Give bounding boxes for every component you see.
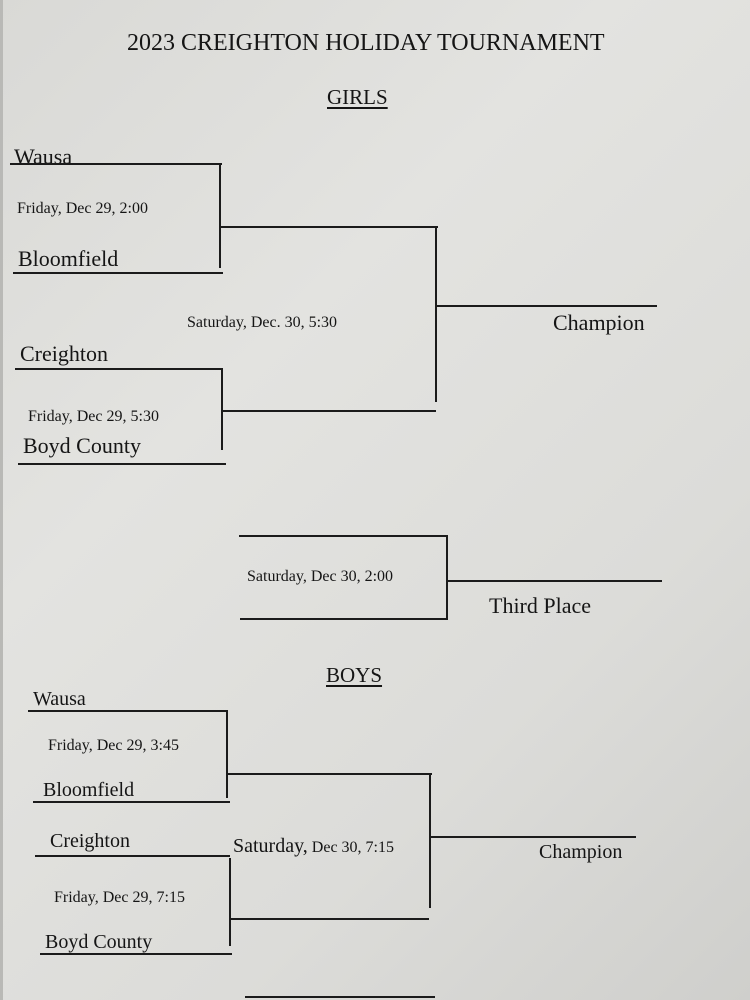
boys-final-time-rest: Dec 30, 7:15 [307, 839, 394, 856]
boys-final-top-line [228, 773, 432, 775]
girls-champion-line [437, 305, 657, 307]
girls-game1-connector [219, 163, 221, 268]
girls-game1-time: Friday, Dec 29, 2:00 [17, 200, 148, 217]
girls-game1-top-line [10, 163, 222, 165]
boys-game1-bottom-line [33, 801, 230, 803]
girls-game2-team-top: Creighton [20, 341, 108, 366]
girls-champion-label: Champion [553, 310, 645, 335]
girls-final-connector [435, 226, 437, 402]
girls-game2-bottom-line [18, 463, 226, 465]
girls-game1-team-bottom: Bloomfield [18, 246, 119, 271]
girls-game1-bottom-line [13, 272, 223, 274]
boys-final-connector [429, 775, 431, 908]
boys-game2-top-line [35, 855, 230, 857]
girls-final-bottom-line [222, 410, 436, 412]
boys-game1-team-top: Wausa [33, 688, 86, 710]
girls-game2-connector [221, 368, 223, 450]
boys-champion-label: Champion [539, 841, 623, 863]
girls-third-connector [446, 535, 448, 620]
boys-final-bottom-line [231, 918, 429, 920]
boys-game1-top-line [28, 710, 228, 712]
girls-third-top-line [239, 535, 448, 537]
girls-heading: GIRLS [327, 85, 388, 109]
boys-game2-team-top: Creighton [50, 830, 130, 852]
boys-game2-bottom-line [40, 953, 232, 955]
girls-third-place-line [448, 580, 662, 582]
girls-game2-top-line [15, 368, 223, 370]
boys-game1-connector [226, 710, 228, 798]
boys-game1-time: Friday, Dec 29, 3:45 [48, 737, 179, 754]
page-edge-shadow [0, 0, 3, 1000]
girls-final-time: Saturday, Dec. 30, 5:30 [187, 314, 338, 331]
boys-game2-time: Friday, Dec 29, 7:15 [54, 889, 185, 906]
tournament-title: 2023 CREIGHTON HOLIDAY TOURNAMENT [127, 30, 605, 56]
boys-game2-connector [229, 858, 231, 946]
boys-final-time: Saturday, Dec 30, 7:15 [233, 836, 394, 856]
boys-game2-team-bottom: Boyd County [45, 931, 153, 953]
boys-champion-line [431, 836, 636, 838]
girls-game1-team-top: Wausa [14, 144, 73, 169]
girls-final-top-line [220, 226, 438, 228]
girls-third-place-label: Third Place [489, 593, 592, 618]
boys-heading: BOYS [326, 663, 383, 687]
boys-final-time-day: Saturday, [233, 835, 308, 857]
girls-game2-time: Friday, Dec 29, 5:30 [28, 408, 159, 425]
girls-third-bottom-line [240, 618, 448, 620]
boys-third-top-line [245, 996, 435, 998]
girls-game2-team-bottom: Boyd County [23, 433, 141, 458]
girls-third-time: Saturday, Dec 30, 2:00 [247, 568, 394, 585]
boys-game1-team-bottom: Bloomfield [43, 779, 135, 801]
